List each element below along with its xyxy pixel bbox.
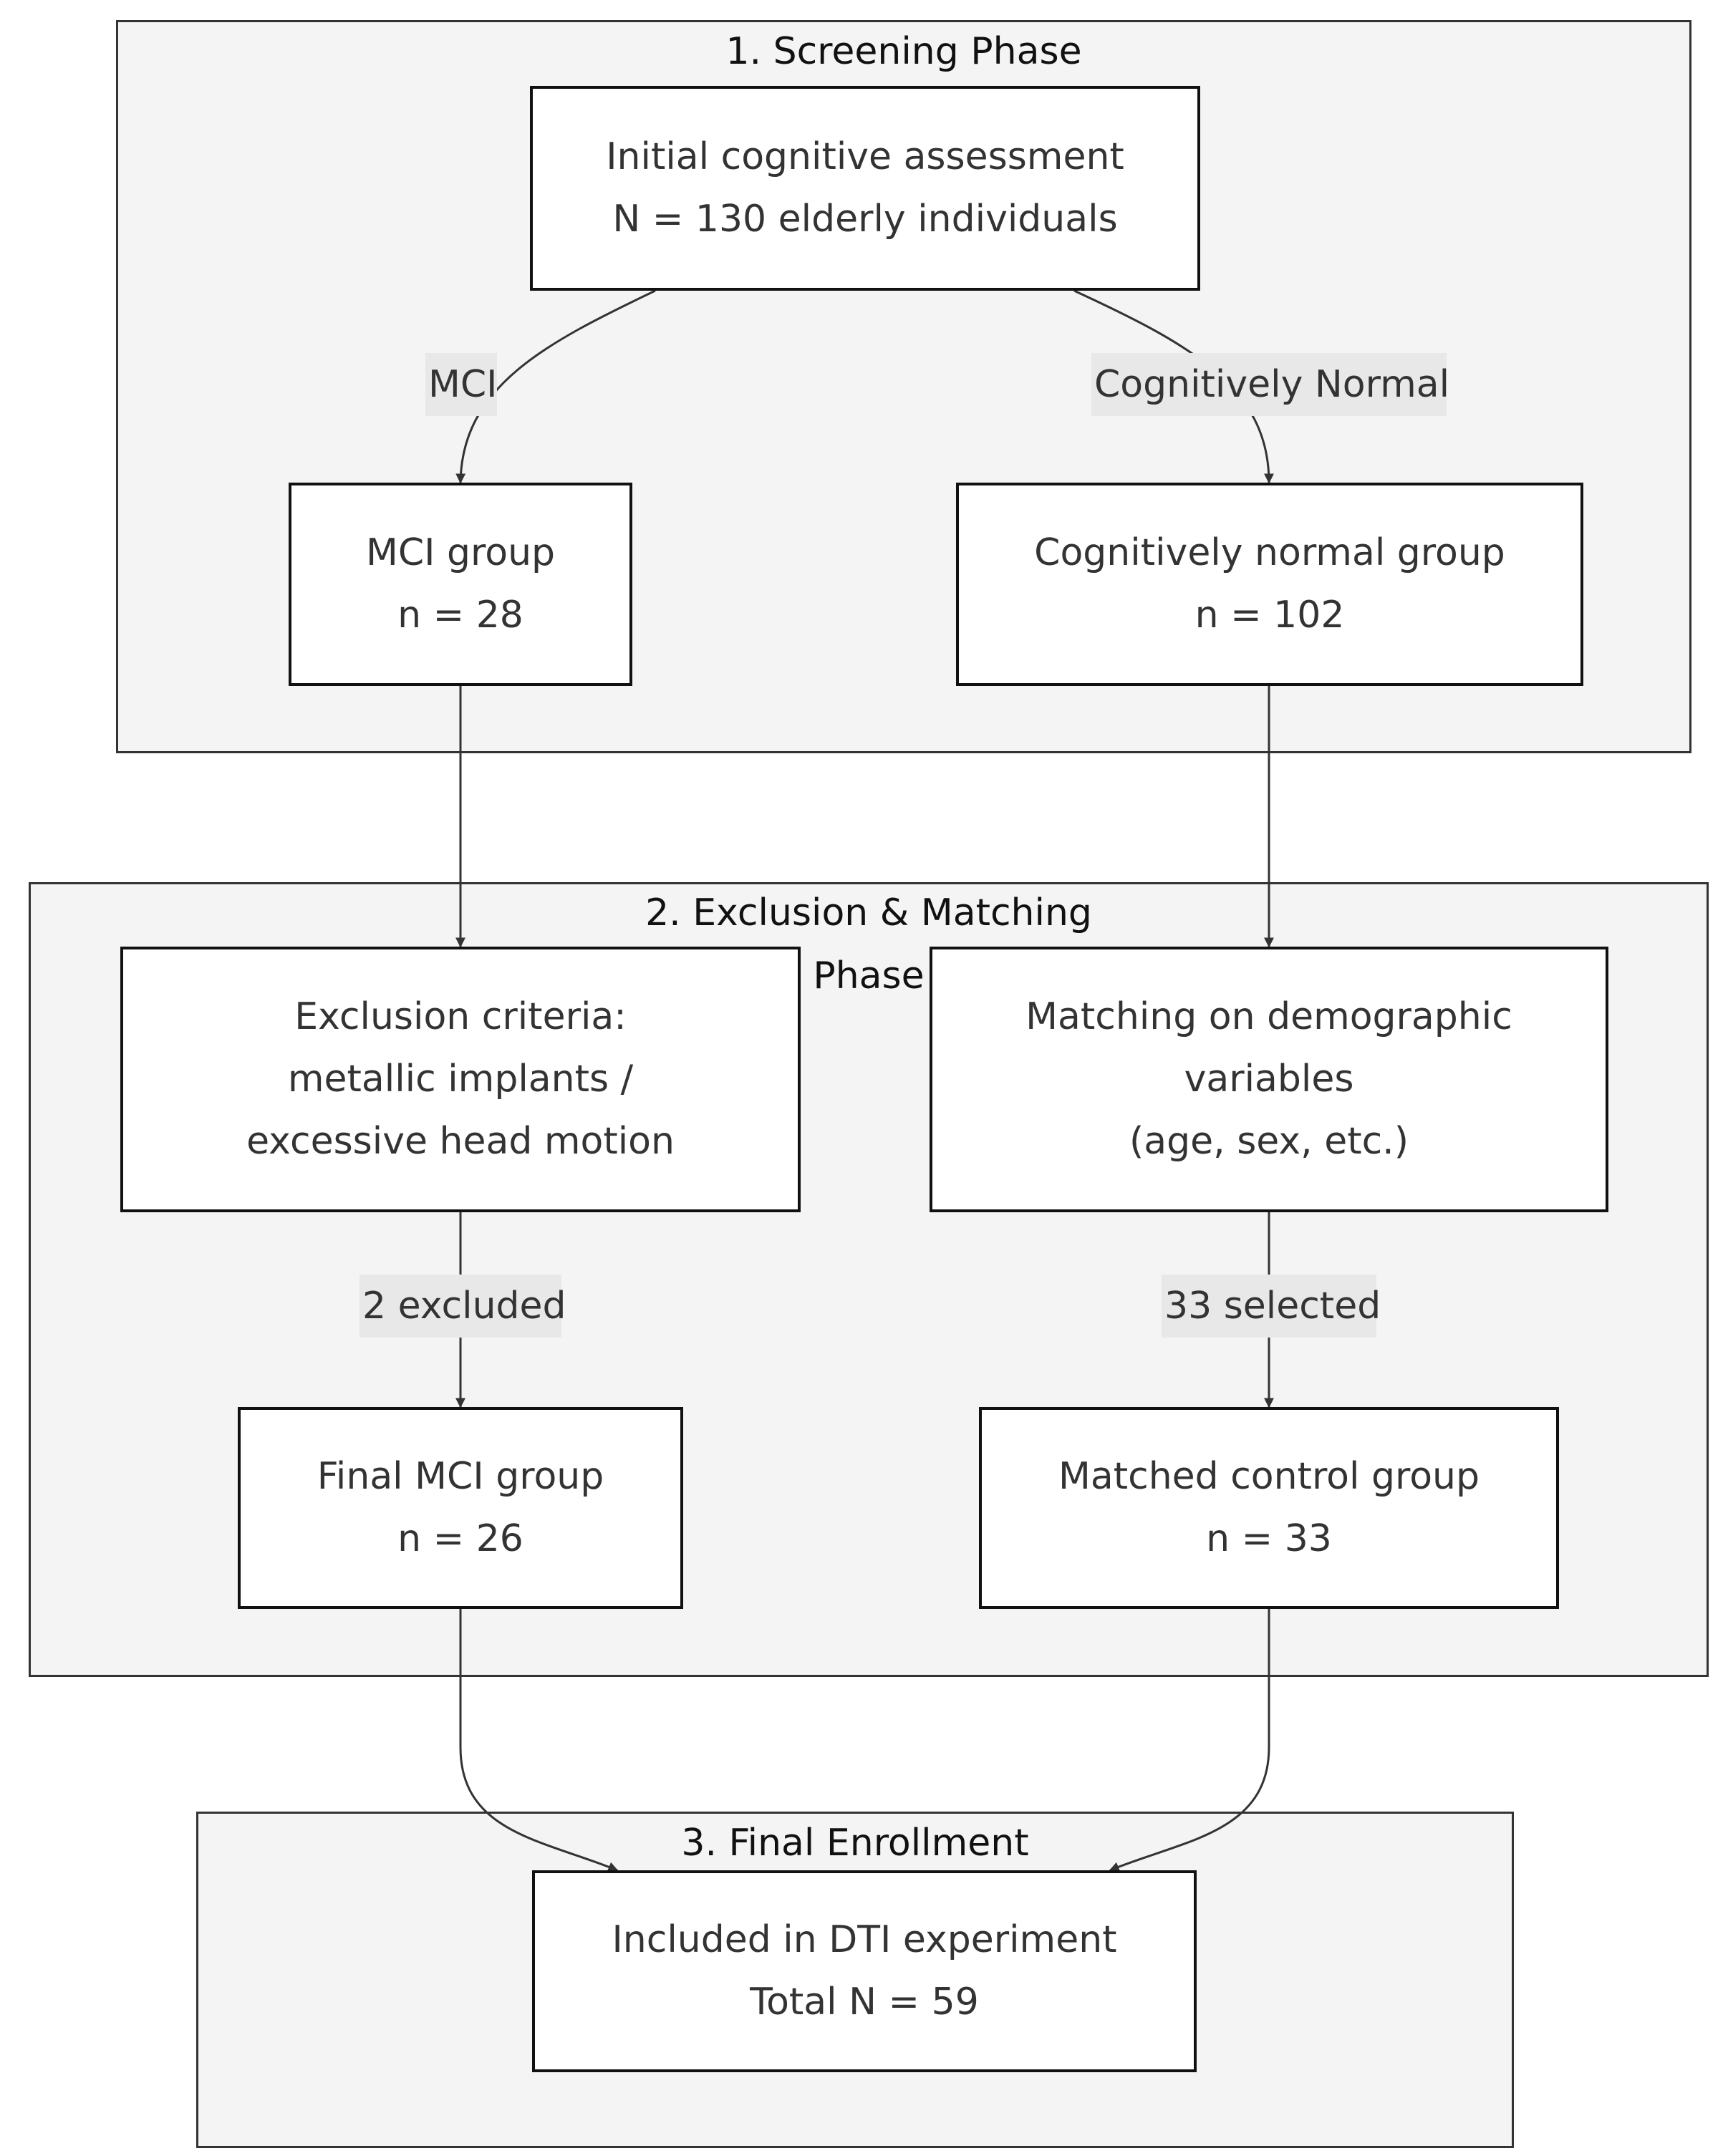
final-mci-group-node: Final MCI group n = 26: [238, 1407, 683, 1609]
initial-assessment-line1: Initial cognitive assessment: [606, 135, 1124, 178]
edge-final-mci-to-dti: [459, 1609, 619, 1872]
matched-control-group-node: Matched control group n = 33: [979, 1407, 1559, 1609]
edge-control-to-dti: [1109, 1609, 1270, 1872]
exclusion-criteria-node: Exclusion criteria: metallic implants / …: [120, 947, 801, 1212]
included-dti-line1: Included in DTI experiment: [612, 1918, 1117, 1961]
exclusion-criteria-line1: Exclusion criteria:: [294, 995, 627, 1038]
edge-label-2-excluded: 2 excluded: [359, 1275, 566, 1338]
initial-assessment-node: Initial cognitive assessment N = 130 eld…: [530, 86, 1200, 291]
edge-label-mci: MCI: [425, 353, 498, 416]
exclusion-criteria-line2: metallic implants /: [287, 1058, 634, 1101]
matching-line1: Matching on demographic: [1025, 995, 1512, 1038]
exclusion-matching-phase-title-line2: Phase: [813, 954, 925, 997]
exclusion-matching-phase-title: 2. Exclusion & Matching: [645, 891, 1092, 934]
matching-node: Matching on demographic variables (age, …: [930, 947, 1608, 1212]
final-mci-group-line2: n = 26: [397, 1517, 523, 1560]
matching-line2: variables: [1184, 1058, 1354, 1101]
cognitively-normal-group-line2: n = 102: [1194, 594, 1345, 637]
final-mci-group-line1: Final MCI group: [317, 1455, 604, 1498]
matched-control-group-line2: n = 33: [1206, 1517, 1332, 1560]
edge-label-33-selected: 33 selected: [1162, 1275, 1381, 1338]
exclusion-criteria-line3: excessive head motion: [246, 1120, 675, 1163]
matched-control-group-line1: Matched control group: [1058, 1455, 1480, 1498]
edge-label-cognitively-normal: Cognitively Normal: [1091, 353, 1449, 416]
included-dti-node: Included in DTI experiment Total N = 59: [532, 1870, 1197, 2072]
mci-group-line1: MCI group: [365, 531, 556, 574]
mci-group-line2: n = 28: [397, 594, 523, 637]
matching-line3: (age, sex, etc.): [1129, 1120, 1409, 1163]
edge-assessment-to-mci: [455, 289, 656, 484]
cognitively-normal-group-node: Cognitively normal group n = 102: [956, 483, 1583, 686]
included-dti-line2: Total N = 59: [750, 1981, 979, 2024]
cognitively-normal-group-line1: Cognitively normal group: [1034, 531, 1505, 574]
final-enrollment-phase-title: 3. Final Enrollment: [681, 1822, 1029, 1865]
mci-group-node: MCI group n = 28: [289, 483, 632, 686]
initial-assessment-line2: N = 130 elderly individuals: [612, 198, 1118, 241]
screening-phase-title: 1. Screening Phase: [725, 30, 1082, 73]
